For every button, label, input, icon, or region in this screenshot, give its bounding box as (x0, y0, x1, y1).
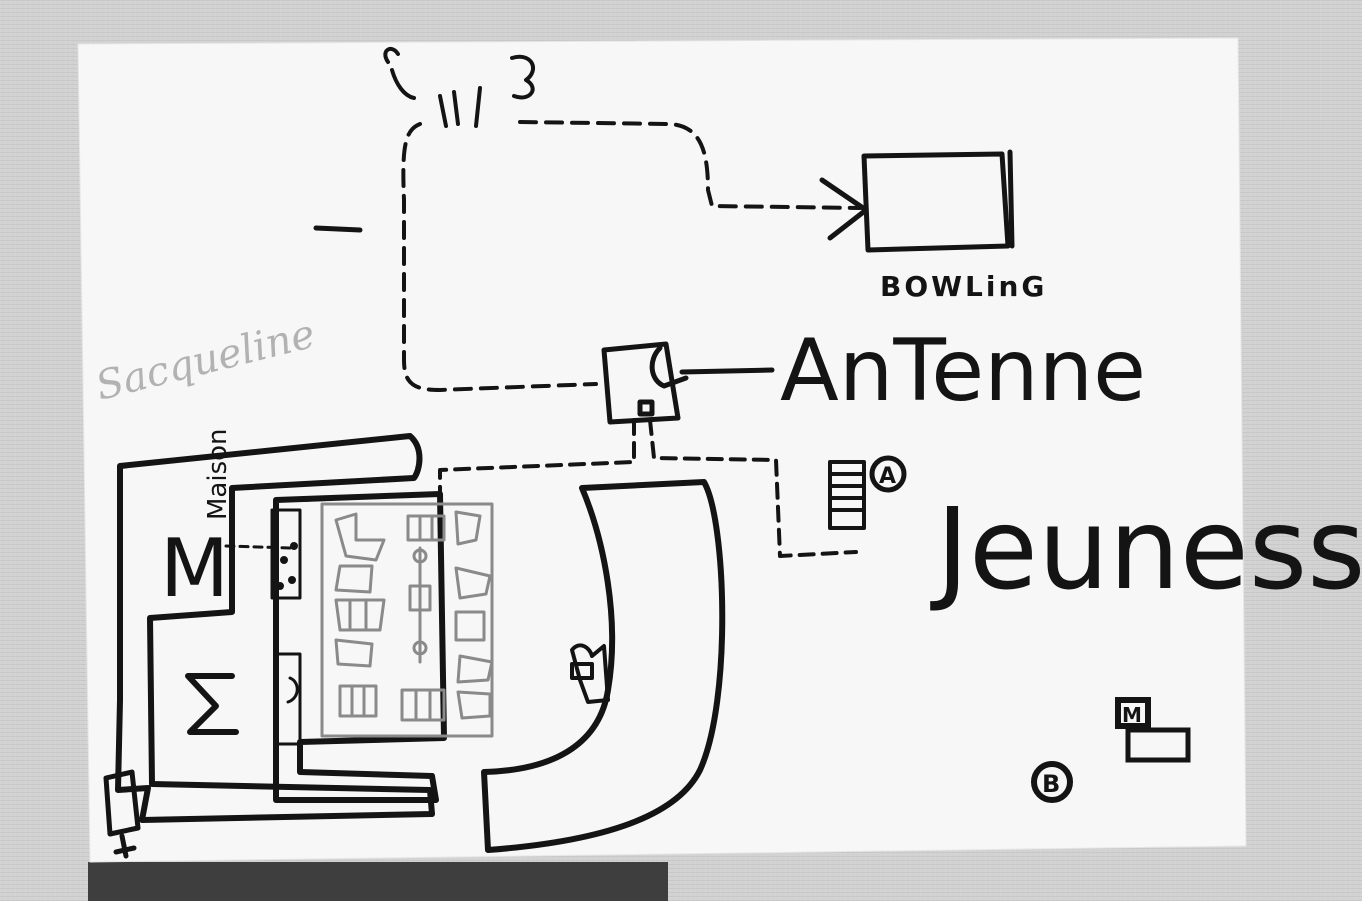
dash-mark (316, 228, 360, 230)
svg-text:M: M (1122, 703, 1142, 727)
antenne-pointer (682, 370, 772, 372)
antenne-label: AnTenne (780, 321, 1146, 421)
big-letter-m: M (160, 522, 229, 615)
maison-label: Maison (203, 428, 233, 520)
jeunesse-label: Jeunesse (930, 485, 1362, 615)
svg-text:B: B (1042, 770, 1060, 798)
svg-text:A: A (879, 464, 896, 489)
bowling-label: BOWLinG (880, 270, 1047, 303)
